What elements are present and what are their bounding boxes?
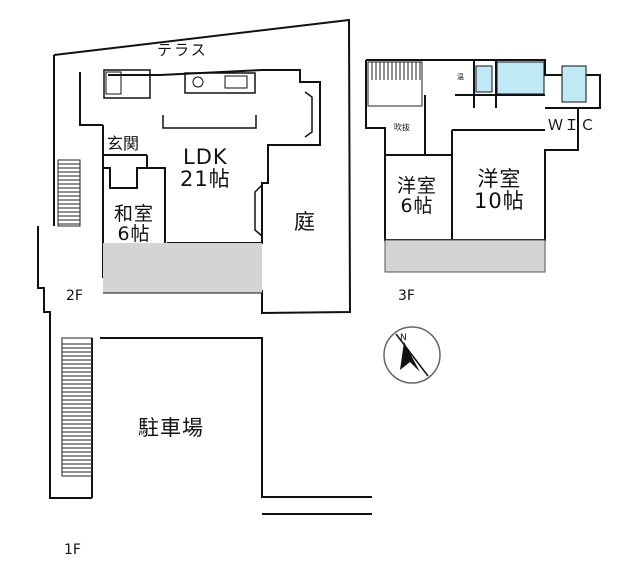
3f-wet-area [475, 61, 587, 103]
ldk-size: 21帖 [180, 167, 231, 192]
western-1-name: 洋室 [397, 175, 438, 197]
stairs-2f [57, 159, 81, 227]
toilet-2f [105, 71, 122, 95]
entrance-label: 玄関 [107, 134, 140, 153]
compass-axis [395, 333, 429, 377]
parking-label: 駐車場 [138, 416, 204, 440]
floor-label-1f: 1F [64, 542, 81, 558]
balcony-2f [103, 243, 262, 293]
western-2-size: 10帖 [474, 189, 525, 214]
bathtub-3f [561, 65, 587, 103]
bath-small-label: 温 [457, 73, 464, 81]
house-wall-top [79, 72, 103, 126]
stairs-3f [367, 61, 423, 107]
wc-2f-room [103, 69, 151, 99]
3f-outer [365, 59, 601, 241]
ldk-label: LDK 21帖 [180, 146, 231, 190]
stairs-3f-box [367, 61, 423, 107]
garden-label: 庭 [294, 210, 316, 234]
washitsu-name: 和室 [114, 203, 155, 225]
wic-label: ＷＩＣ [548, 116, 597, 134]
carport-1f [100, 337, 372, 498]
compass-north-label: N [400, 333, 407, 343]
washitsu-label: 和室 6帖 [114, 203, 155, 245]
island [162, 115, 257, 129]
floor-label-3f: 3F [398, 288, 415, 304]
western-1-label: 洋室 6帖 [397, 175, 438, 217]
floor-3 [365, 59, 601, 241]
toilet-3f [475, 65, 493, 93]
terrace-outline [53, 18, 352, 315]
bay-window [304, 91, 313, 138]
floor-2 [53, 18, 352, 315]
lot-1f-left [37, 226, 92, 499]
stairs-1f-box [61, 337, 93, 477]
kitchen-counter [184, 72, 256, 94]
compass-ring [383, 326, 441, 384]
ldk-name: LDK [183, 145, 228, 169]
washroom-3f [496, 61, 545, 95]
void-label: 吹抜 [394, 123, 410, 132]
stairs-1f [61, 337, 93, 477]
western-1-size: 6帖 [400, 194, 434, 217]
compass: N [383, 326, 441, 384]
terrace-label: テラス [157, 41, 208, 59]
washitsu-size: 6帖 [117, 222, 151, 245]
floor-label-2f: 2F [66, 288, 83, 304]
stairs-2f-box [57, 159, 81, 227]
stove [192, 76, 204, 88]
western-2-name: 洋室 [477, 167, 522, 191]
compass-needle [400, 342, 420, 372]
bay-window-2 [254, 184, 263, 237]
western-2-label: 洋室 10帖 [474, 168, 525, 212]
sink [224, 75, 248, 89]
house-wall-top-2 [159, 69, 321, 244]
balcony-3f [384, 239, 546, 273]
